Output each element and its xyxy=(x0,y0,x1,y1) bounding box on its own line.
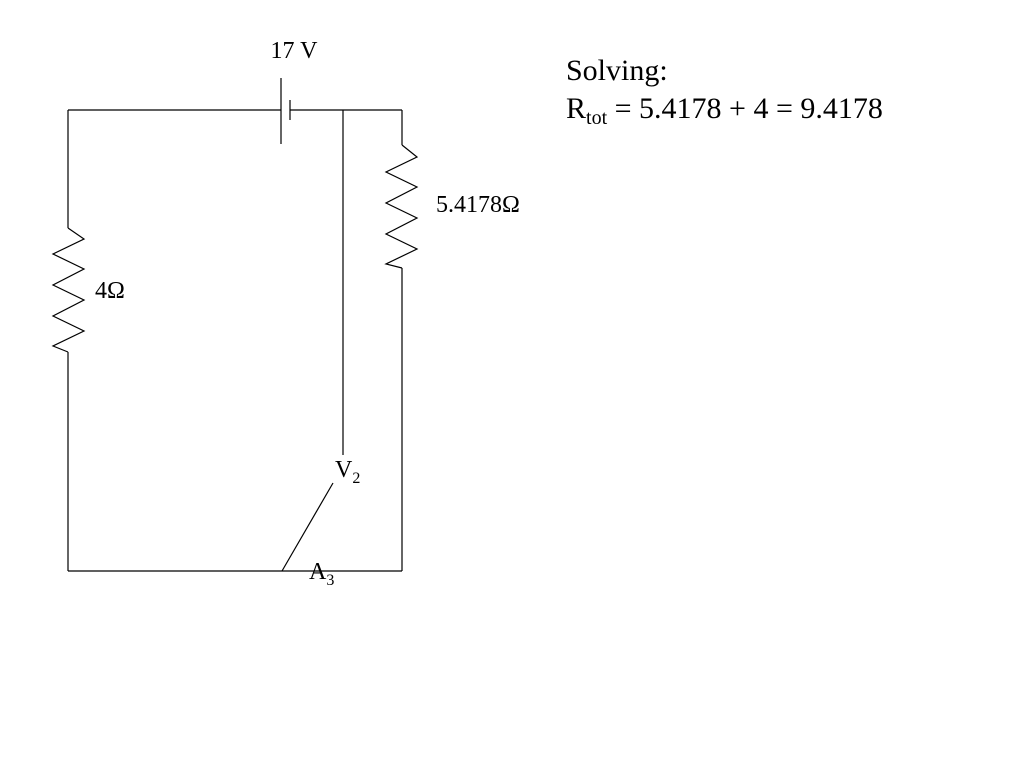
ammeter-subscript: 3 xyxy=(326,572,334,589)
r-subscript: tot xyxy=(586,107,608,129)
resistor-right-label: 5.4178Ω xyxy=(436,192,520,218)
battery-label: 17 V xyxy=(271,38,319,64)
equation-text: = 5.4178 + 4 = 9.4178 xyxy=(607,92,883,125)
solution-block: Solving: Rtot = 5.4178 + 4 = 9.4178 xyxy=(566,52,883,128)
resistor-left-label: 4Ω xyxy=(95,278,125,304)
ammeter-label: A3 xyxy=(309,559,334,589)
resistor-left xyxy=(51,227,86,353)
voltmeter-label: V2 xyxy=(335,457,360,487)
voltmeter-letter: V xyxy=(335,457,353,483)
solution-equation: Rtot = 5.4178 + 4 = 9.4178 xyxy=(566,90,883,128)
resistor-right xyxy=(384,144,419,269)
solution-heading: Solving: xyxy=(566,54,668,87)
ammeter-letter: A xyxy=(309,559,327,585)
wire-diagonal-probe xyxy=(281,482,334,572)
r-symbol: R xyxy=(566,92,587,125)
voltmeter-subscript: 2 xyxy=(352,470,360,487)
